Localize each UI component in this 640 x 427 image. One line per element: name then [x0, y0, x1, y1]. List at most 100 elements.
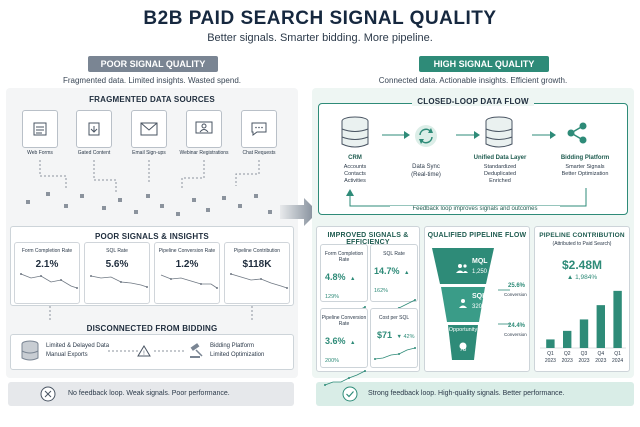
x-tick-label: 2023 [595, 358, 606, 364]
limited-optimization-text: Limited Optimization [210, 352, 265, 358]
disconnect-connectors [49, 306, 253, 322]
bidding-line: Better Optimization [561, 171, 609, 177]
unified-line: Deduplicated [483, 171, 517, 177]
source-chat: Chat Requests [241, 110, 284, 156]
flow-arrow [382, 131, 410, 139]
metric-delta: ▲ 200% [325, 340, 356, 364]
funnel-stage-label: SQL [472, 293, 487, 300]
source-label: Gated Content [77, 150, 111, 156]
source-label: Chat Requests [242, 150, 276, 156]
unified-database-icon [484, 116, 514, 155]
contribution-value: $2.48M [561, 258, 603, 272]
bidding-title: Bidding Platform [560, 155, 610, 161]
funnel-conversion-arrows [498, 289, 510, 325]
dollar-circle-icon [459, 337, 467, 355]
poor-metric-pipeline-contribution: Pipeline Contribution $118K [224, 242, 290, 304]
funnel-stage-value: 1,250 [472, 269, 488, 275]
x-tick-label: 2023 [562, 358, 573, 364]
crm-title: CRM [348, 155, 362, 161]
improved-signals-heading: IMPROVED SIGNALS & EFFICIENCY [327, 232, 409, 246]
rising-sparkline [324, 370, 366, 386]
metric-value: 14.7% [374, 266, 400, 276]
contribution-subheading: (Attributed to Paid Search) [552, 241, 612, 247]
declining-sparkline [90, 275, 148, 288]
bidding-platform-text: Bidding Platform [210, 343, 255, 349]
metric-label: Form Completion Rate [21, 248, 73, 254]
download-icon [76, 110, 112, 148]
chat-icon [241, 110, 277, 148]
improved-metric-sql-rate: SQL Rate 14.7% ▲ 162% [370, 244, 418, 316]
envelope-icon [131, 110, 167, 148]
metric-label: Form Completion Rate [324, 251, 364, 263]
x-tick-label: 2023 [545, 358, 556, 364]
metric-value: 1.2% [175, 259, 199, 270]
document-icon [22, 110, 58, 148]
rising-sparkline [374, 347, 416, 360]
metric-value: 2.1% [35, 259, 59, 270]
bar-0 [546, 339, 555, 348]
metric-value: 5.6% [105, 259, 129, 270]
declining-sparkline [230, 273, 288, 289]
source-label: Web Forms [27, 150, 53, 156]
metric-delta: ▲ 129% [325, 276, 356, 300]
closed-loop-heading: CLOSED-LOOP DATA FLOW [412, 97, 534, 106]
funnel-stage-value: 320 [472, 304, 483, 310]
poor-metric-pipeline-conversion: Pipeline Conversion Rate 1.2% [154, 242, 220, 304]
bar-3 [596, 305, 605, 348]
unified-line: Enriched [489, 178, 511, 184]
funnel-heading: QUALIFIED PIPELINE FLOW [427, 232, 527, 239]
improved-metric-form-completion: Form Completion Rate 4.8% ▲ 129% [320, 244, 368, 322]
x-tick-label: Q1 [547, 351, 554, 357]
metric-value: $71 [377, 330, 393, 340]
improved-metric-pipeline-conversion: Pipeline Conversion Rate 3.6% ▲ 200% [320, 308, 368, 386]
improved-metric-cost-per-sql: Cost per SQL $71 ▼ 42% [370, 308, 418, 368]
unified-line: Standardized [483, 164, 517, 170]
metric-label: Cost per SQL [378, 315, 410, 321]
high-signal-badge: HIGH SIGNAL QUALITY [419, 56, 549, 72]
database-icon [20, 340, 40, 367]
source-web-forms: Web Forms [22, 110, 65, 156]
metric-label: Pipeline Contribution [233, 248, 281, 254]
crm-database-icon [340, 116, 370, 155]
metric-value: 3.6% [325, 336, 346, 346]
page-title: B2B PAID SEARCH SIGNAL QUALITY [143, 8, 497, 29]
broken-link-line: ! [108, 345, 184, 357]
x-tick-label: Q2 [564, 351, 571, 357]
funnel-stage-label: MQL [472, 258, 488, 265]
users-icon [456, 260, 468, 278]
check-circle-icon [342, 386, 358, 407]
metric-delta: ▲ 162% [374, 270, 410, 294]
svg-text:!: ! [143, 351, 145, 357]
x-tick-label: 2024 [612, 358, 623, 364]
contribution-delta: ▲ 1,984% [566, 274, 598, 281]
conversion-rate-1: 25.6% [508, 283, 526, 289]
webinar-icon [186, 110, 222, 148]
metric-label: Pipeline Conversion Rate [158, 248, 216, 254]
high-tagline: Connected data. Actionable insights. Eff… [378, 76, 568, 85]
funnel-stage-value: 78 [459, 347, 467, 353]
poor-metric-sql-rate: SQL Rate 5.6% [84, 242, 150, 304]
contribution-heading: PIPELINE CONTRIBUTION [539, 232, 625, 239]
limited-data-text: Limited & Delayed Data [46, 343, 110, 349]
declining-sparkline [20, 273, 78, 289]
flow-arrow [456, 131, 480, 139]
metric-label: SQL Rate [383, 251, 405, 257]
bar-4 [613, 290, 622, 348]
bar-2 [579, 319, 589, 348]
conversion-rate-2: 24.4% [508, 323, 526, 329]
poor-footer-text: No feedback loop. Weak signals. Poor per… [68, 390, 230, 397]
source-label: Email Sign-ups [132, 150, 166, 156]
metric-label: SQL Rate [106, 248, 128, 254]
gavel-icon [188, 342, 206, 365]
x-tick-label: Q1 [614, 351, 621, 357]
disconnected-heading: DISCONNECTED FROM BIDDING [86, 324, 218, 333]
x-tick-label: 2023 [578, 358, 589, 364]
source-label: Webinar Registrations [179, 150, 229, 156]
source-gated-content: Gated Content [76, 110, 119, 156]
sync-title: Data Sync [412, 164, 440, 170]
poor-footer-bar [8, 382, 294, 406]
declining-sparkline [160, 274, 218, 289]
sync-icon [414, 124, 438, 153]
fragmented-sources-heading: FRAGMENTED DATA SOURCES [89, 95, 215, 104]
